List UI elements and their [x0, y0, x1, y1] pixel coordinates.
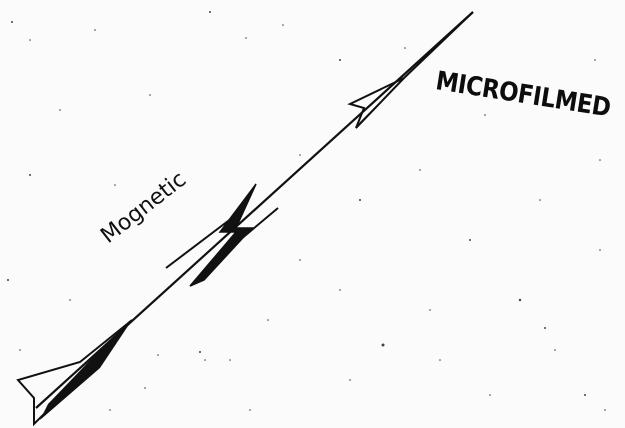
arrow-shaft	[36, 12, 473, 408]
scan-speckles	[7, 11, 606, 411]
magnetic-label: Mognetic	[96, 167, 191, 249]
lightning-bolt-icon	[166, 184, 278, 286]
